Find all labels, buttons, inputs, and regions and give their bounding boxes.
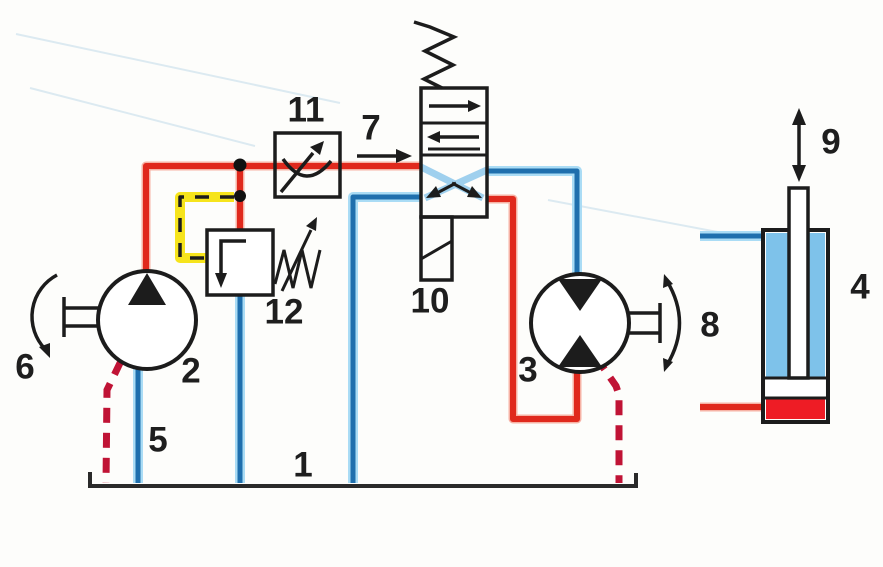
pressure-relief-valve-symbol — [205, 217, 322, 297]
label-hydraulic-motor: 3 — [518, 350, 538, 390]
label-motor-rotation: 8 — [700, 305, 720, 345]
label-pressure-relief-valve: 12 — [264, 292, 304, 332]
pilot-line — [175, 192, 234, 263]
pressure-lines — [141, 161, 764, 424]
label-reservoir: 1 — [293, 445, 313, 485]
piston-rod — [787, 186, 810, 380]
label-pump-rotation: 6 — [15, 347, 35, 387]
junction-dots — [233, 158, 247, 202]
motor-rotation-arrow — [663, 274, 682, 372]
label-suction-line: 5 — [148, 420, 168, 460]
drain-lines — [102, 355, 623, 484]
label-cylinder: 4 — [850, 267, 870, 307]
cylinder-motion-arrow — [792, 108, 806, 182]
flow-direction-arrow — [357, 149, 412, 163]
scan-artifact-lines — [15, 33, 761, 241]
cylinder-symbol — [761, 186, 830, 424]
label-cylinder-motion: 9 — [821, 122, 841, 162]
drain-line-pump — [102, 359, 125, 484]
pump-rotation-arrow — [30, 273, 58, 358]
return-lines — [133, 166, 764, 483]
label-flow-control-valve: 11 — [287, 90, 325, 130]
label-pump: 2 — [181, 351, 201, 391]
reservoir-line — [88, 472, 638, 488]
drain-line-motor — [593, 355, 623, 483]
pump-symbol — [62, 269, 198, 371]
directional-valve-symbol — [413, 20, 489, 282]
label-pressure-flow: 7 — [361, 108, 381, 148]
label-directional-valve: 10 — [410, 281, 450, 321]
flow-control-valve-symbol — [273, 131, 342, 199]
hydraulic-motor-symbol — [529, 272, 662, 374]
